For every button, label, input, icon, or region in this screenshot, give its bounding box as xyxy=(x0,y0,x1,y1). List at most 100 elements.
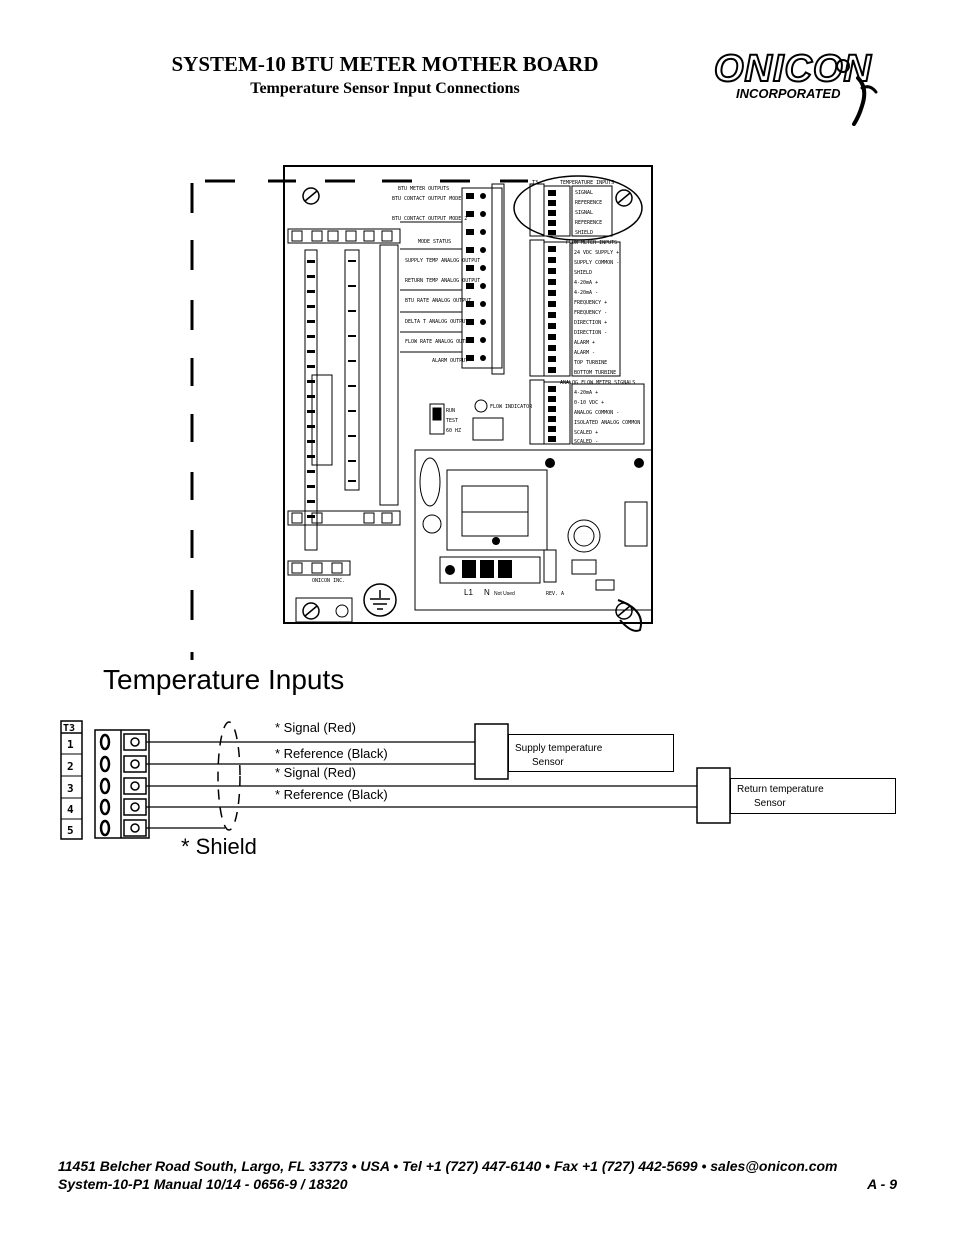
right-terminal-strips xyxy=(529,183,645,445)
switch-label-run: RUN xyxy=(446,408,455,414)
bottom-connector-screw-a xyxy=(335,604,349,618)
power-section xyxy=(414,449,653,632)
analog-label-4: ISOLATED ANALOG COMMON xyxy=(574,420,640,426)
terminal-number-1: 1 xyxy=(67,738,74,751)
onicon-logo: ONICON INCORPORATED xyxy=(712,47,912,126)
shield-label: * Shield xyxy=(181,834,257,859)
terminal-number-3: 3 xyxy=(67,782,74,795)
flow-indicator-block xyxy=(472,417,504,441)
output-label-1: BTU CONTACT OUTPUT MODE xyxy=(392,196,461,202)
terminal-number-4: 4 xyxy=(67,803,74,816)
flow-label-13: BOTTOM TURBINE xyxy=(574,370,616,376)
wire-label-4: * Reference (Black) xyxy=(275,787,388,802)
output-label-9: ALARM OUTPUT xyxy=(432,358,468,364)
analog-label-1: 4-20mA + xyxy=(574,390,598,396)
analog-group-label: ANALOG FLOW METER SIGNALS xyxy=(560,380,635,386)
run-test-switch xyxy=(429,403,445,435)
section-heading: Temperature Inputs xyxy=(103,664,345,695)
analog-label-6: SCALED - xyxy=(574,439,598,445)
output-label-4: SUPPLY TEMP ANALOG OUTPUT xyxy=(405,258,480,264)
bottom-left-connector xyxy=(295,597,353,623)
power-terminal-screws xyxy=(445,458,644,578)
terminal-number-2: 2 xyxy=(67,760,74,773)
analog-label-3: ANALOG COMMON - xyxy=(574,410,619,416)
terminal-header-t3: T3 xyxy=(63,723,75,734)
output-label-6: BTU RATE ANALOG OUTPUT xyxy=(405,298,471,304)
left-connector-strip xyxy=(304,244,399,551)
supply-sensor-line1: Supply temperature xyxy=(515,743,603,754)
flow-label-2: SUPPLY COMMON - xyxy=(574,260,619,266)
output-group-label: BTU METER OUTPUTS xyxy=(398,186,449,192)
page-title: SYSTEM-10 BTU METER MOTHER BOARD xyxy=(171,52,599,76)
wire-label-1: * Signal (Red) xyxy=(275,720,356,735)
page-subtitle: Temperature Sensor Input Connections xyxy=(250,80,520,97)
power-label-not-used: Not Used xyxy=(494,591,515,597)
logo-wordmark: ONICON xyxy=(713,47,872,91)
ground-symbol-icon xyxy=(363,583,397,617)
output-label-5: RETURN TEMP ANALOG OUTPUT xyxy=(405,278,480,284)
top-connector-row xyxy=(287,228,401,576)
terminal-clamps xyxy=(123,733,147,837)
output-terminal-screws xyxy=(466,193,486,361)
footer-manual: System-10-P1 Manual 10/14 - 0656-9 / 183… xyxy=(58,1176,348,1192)
top-group-label: TEMPERATURE INPUTS xyxy=(560,180,614,186)
top-label-4: REFERENCE xyxy=(575,220,602,226)
output-label-7: DELTA T ANALOG OUTPUT xyxy=(405,319,468,325)
shield-dash-line xyxy=(190,179,528,660)
output-label-lines xyxy=(400,221,462,353)
output-label-8: FLOW RATE ANALOG OUTPUT xyxy=(405,339,474,345)
flow-label-4: 4-20mA + xyxy=(574,280,598,286)
top-label-2: REFERENCE xyxy=(575,200,602,206)
footer-address: 11451 Belcher Road South, Largo, FL 3377… xyxy=(58,1158,838,1174)
switch-label-60hz: 60 HZ xyxy=(446,428,461,434)
flow-label-9: DIRECTION - xyxy=(574,330,607,336)
power-label-l1: L1 xyxy=(464,588,473,597)
logo-figure-icon xyxy=(836,59,878,126)
board-outline xyxy=(283,165,653,624)
page-number: A - 9 xyxy=(867,1176,897,1192)
analog-label-5: SCALED + xyxy=(574,430,598,436)
top-label-1: SIGNAL xyxy=(575,190,593,196)
top-label-3: SIGNAL xyxy=(575,210,593,216)
flow-label-11: ALARM - xyxy=(574,350,595,356)
flow-indicator-label: FLOW INDICATOR xyxy=(490,404,533,410)
power-label-n: N xyxy=(484,588,490,597)
output-label-3: MODE STATUS xyxy=(418,239,451,245)
cable-shield-ellipse xyxy=(217,721,241,831)
terminal-number-5: 5 xyxy=(67,824,74,837)
flow-label-3: SHIELD xyxy=(574,270,592,276)
flow-label-5: 4-20mA - xyxy=(574,290,598,296)
return-sensor-line1: Return temperature xyxy=(737,784,824,795)
supply-sensor-block xyxy=(474,723,509,780)
left-strip-pins xyxy=(307,260,356,518)
wire-label-2: * Reference (Black) xyxy=(275,746,388,761)
flow-label-1: 24 VDC SUPPLY + xyxy=(574,250,619,256)
signal-wires xyxy=(146,741,697,829)
flow-label-7: FREQUENCY - xyxy=(574,310,607,316)
return-sensor-line2: Sensor xyxy=(754,798,786,809)
terminal-screw-heads xyxy=(99,733,111,837)
flow-label-12: TOP TURBINE xyxy=(574,360,607,366)
return-sensor-block xyxy=(696,767,731,824)
board-terminal-header: T3 xyxy=(532,180,538,186)
board-maker-label: ONICON INC. xyxy=(312,578,345,584)
return-sensor-box: Return temperature Sensor xyxy=(730,778,896,814)
temperature-terminal-highlight xyxy=(513,175,643,241)
switch-label-test: TEST xyxy=(446,418,458,424)
board-rev-label: REV. A xyxy=(546,591,564,597)
flow-label-8: DIRECTION + xyxy=(574,320,607,326)
output-label-2: BTU CONTACT OUTPUT MODE 2 xyxy=(392,216,467,222)
top-label-5: SHIELD xyxy=(575,230,593,236)
flow-label-6: FREQUENCY + xyxy=(574,300,607,306)
wire-label-3: * Signal (Red) xyxy=(275,765,356,780)
flow-label-10: ALARM + xyxy=(574,340,595,346)
terminal-number-column xyxy=(60,720,83,840)
flow-group-label: FLOW METER INPUTS xyxy=(566,240,617,246)
right-terminal-screws xyxy=(548,190,556,442)
analog-label-2: 0-10 VDC + xyxy=(574,400,604,406)
logo-incorporated: INCORPORATED xyxy=(736,86,841,101)
flow-indicator-led-icon xyxy=(474,399,488,413)
supply-sensor-line2: Sensor xyxy=(532,757,564,768)
